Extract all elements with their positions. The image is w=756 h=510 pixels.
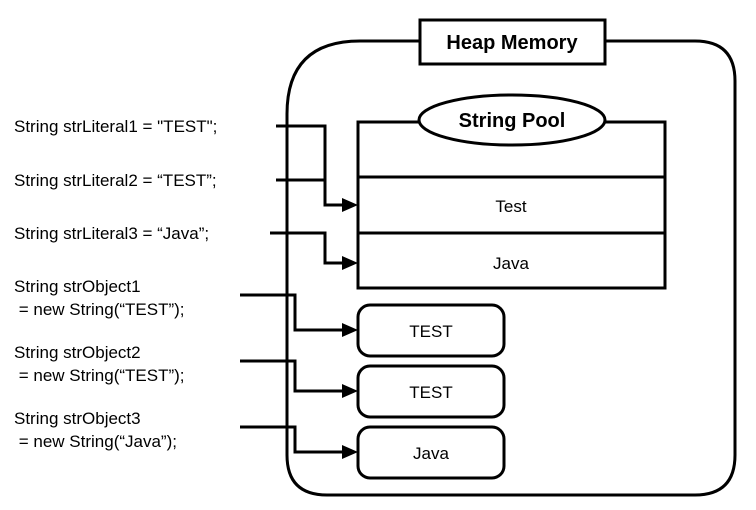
string-pool-ellipse (417, 93, 607, 147)
object-box-1 (356, 303, 506, 358)
connector-object3 (240, 425, 349, 454)
connector-object1 (240, 293, 349, 332)
arrow-right-icon-object2 (342, 384, 358, 398)
connector-object2 (240, 359, 349, 393)
object-box-3-label: Java (413, 444, 449, 463)
heap-memory-boundary (285, 39, 737, 497)
code-label-strObject3-line2: = new String(“Java”); (14, 432, 177, 451)
pool-cell-java-label: Java (493, 254, 529, 273)
code-label-strLiteral2: String strLiteral2 = “TEST”; (14, 171, 217, 190)
code-label-strObject3-line1: String strObject3 (14, 409, 141, 428)
code-label-strLiteral3: String strLiteral3 = “Java”; (14, 224, 209, 243)
arrow-right-icon-literal-java (342, 256, 358, 270)
code-label-strLiteral1: String strLiteral1 = "TEST"; (14, 117, 217, 136)
heap-memory-title: Heap Memory (446, 32, 578, 54)
arrow-right-icon-object3 (342, 445, 358, 459)
heap-memory-title-box (418, 18, 607, 66)
string-pool-title: String Pool (459, 110, 566, 132)
code-label-strObject1-line2: = new String(“TEST”); (14, 300, 185, 319)
object-box-3 (356, 425, 506, 480)
string-pool-table (356, 120, 667, 290)
pool-cell-test-label: Test (495, 197, 526, 216)
code-label-strObject2-line2: = new String(“TEST”); (14, 366, 185, 385)
code-label-strObject1-line1: String strObject1 (14, 277, 141, 296)
object-box-2 (356, 364, 506, 419)
connector-literal1 (276, 124, 349, 207)
arrow-right-icon-literal-test (342, 198, 358, 212)
object-box-2-label: TEST (409, 383, 452, 402)
code-label-strObject2-line1: String strObject2 (14, 343, 141, 362)
arrow-right-icon-object1 (342, 323, 358, 337)
object-box-1-label: TEST (409, 322, 452, 341)
connector-literal3 (270, 231, 349, 265)
